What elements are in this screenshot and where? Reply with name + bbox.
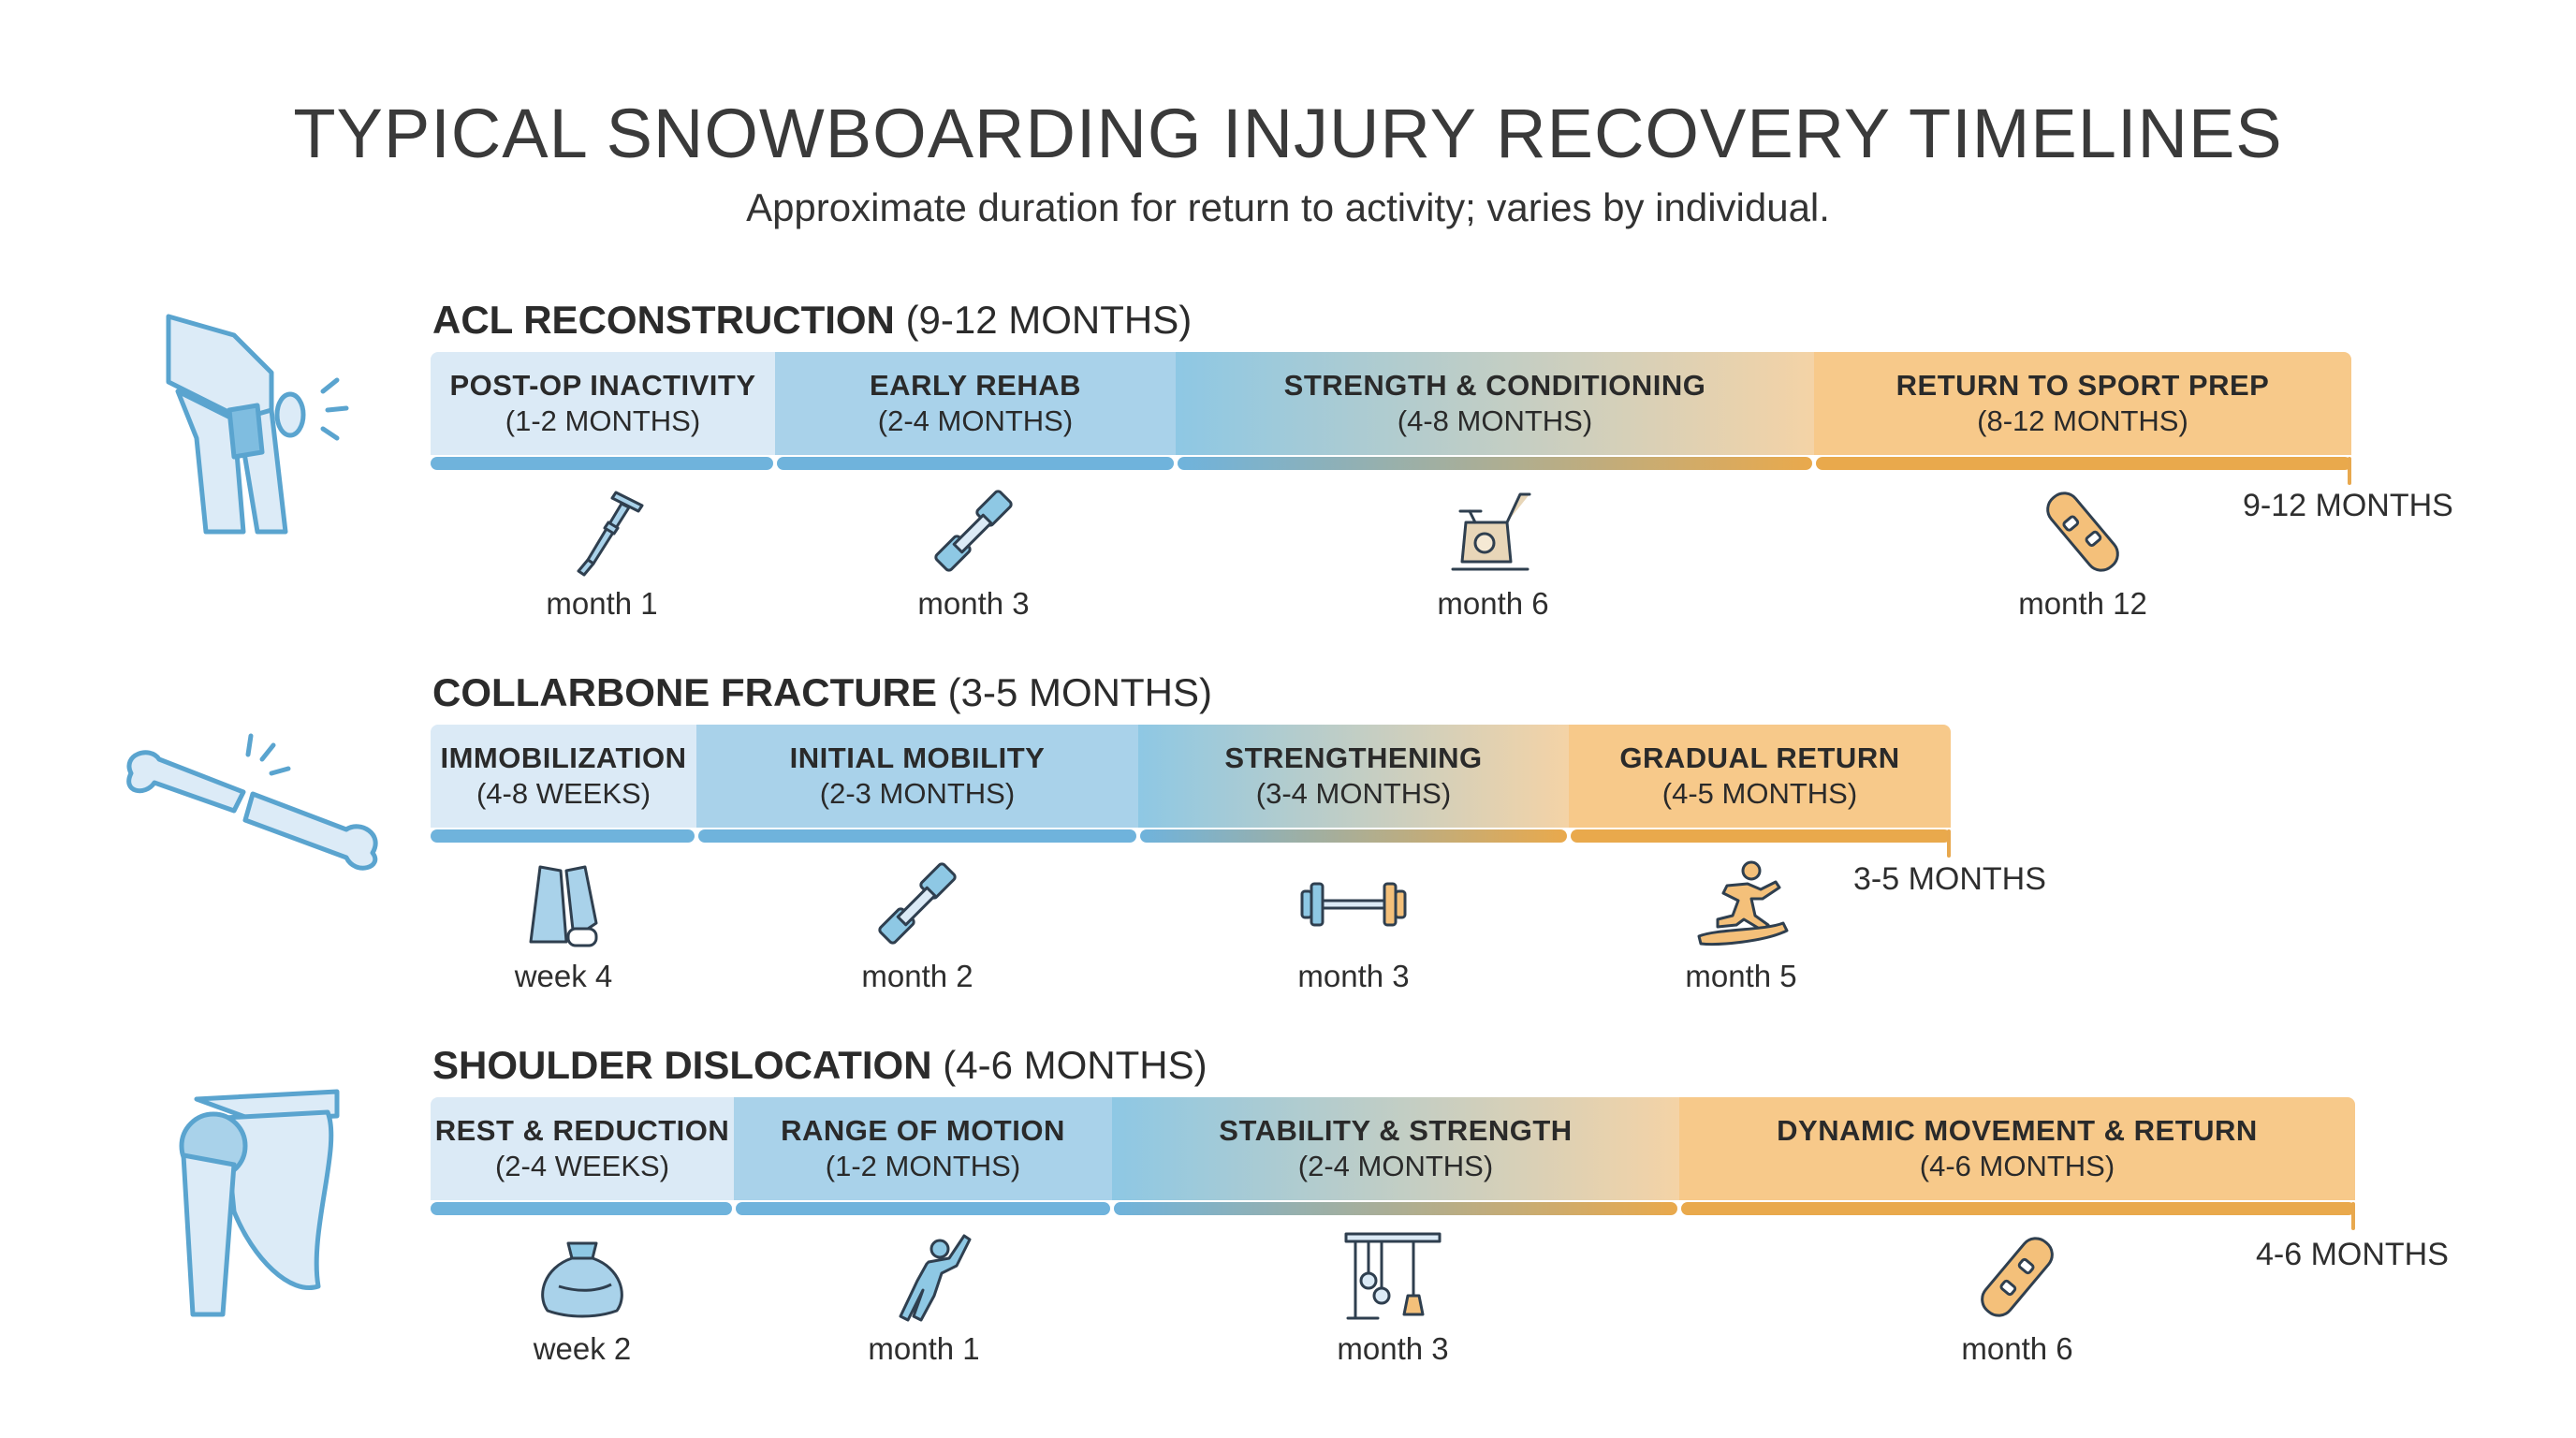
phase-segment: RANGE OF MOTION (1-2 MONTHS) xyxy=(734,1097,1112,1200)
snowboard-icon xyxy=(2046,492,2119,572)
milestone: week 2 xyxy=(489,1230,676,1367)
phase-underline xyxy=(431,1202,732,1215)
phase-underline xyxy=(431,457,773,470)
phase-segment: STRENGTH & CONDITIONING (4-8 MONTHS) xyxy=(1176,352,1814,455)
milestone: month 3 xyxy=(1299,1230,1486,1367)
phase-underline xyxy=(1178,457,1812,470)
cable-machine-icon xyxy=(1344,1232,1442,1320)
phase-segment: EARLY REHAB (2-4 MONTHS) xyxy=(775,352,1176,455)
snowboarder-icon xyxy=(1697,860,1789,946)
sling-icon xyxy=(529,865,598,947)
snowboard-icon xyxy=(1981,1237,2054,1317)
phase-segment: REST & REDUCTION (2-4 WEEKS) xyxy=(431,1097,734,1200)
page-subtitle: Approximate duration for return to activ… xyxy=(746,185,1830,229)
dumbbell-icon xyxy=(878,862,957,945)
knee-icon xyxy=(166,314,349,535)
phase-underline xyxy=(1681,1202,2355,1215)
total-duration: 3-5 MONTHS xyxy=(1853,861,2046,897)
total-duration: 4-6 MONTHS xyxy=(2256,1237,2449,1272)
phase-underline xyxy=(1114,1202,1677,1215)
phase-underline xyxy=(1571,829,1951,843)
end-tick xyxy=(2351,1202,2355,1230)
phase-underline xyxy=(431,829,695,843)
milestone: month 1 xyxy=(830,1230,1017,1367)
end-tick xyxy=(1947,829,1951,858)
phase-underline xyxy=(777,457,1174,470)
section-title: SHOULDER DISLOCATION (4-6 MONTHS) xyxy=(432,1043,1208,1087)
phase-segment: DYNAMIC MOVEMENT & RETURN (4-6 MONTHS) xyxy=(1679,1097,2355,1200)
page-title: TYPICAL SNOWBOARDING INJURY RECOVERY TIM… xyxy=(293,95,2283,172)
collarbone-icon xyxy=(126,733,378,871)
phase-segment: GRADUAL RETURN (4-5 MONTHS) xyxy=(1569,725,1951,828)
total-duration: 9-12 MONTHS xyxy=(2243,488,2453,523)
milestone: month 12 xyxy=(1989,485,2176,622)
stretching-icon xyxy=(899,1234,972,1322)
phase-underline xyxy=(1140,829,1567,843)
phase-segment: STRENGTHENING (3-4 MONTHS) xyxy=(1138,725,1569,828)
timeline-bar: POST-OP INACTIVITY (1-2 MONTHS) EARLY RE… xyxy=(431,352,2351,485)
phase-segment: STABILITY & STRENGTH (2-4 MONTHS) xyxy=(1112,1097,1679,1200)
milestone: month 3 xyxy=(880,485,1067,622)
milestone: month 2 xyxy=(824,858,1011,994)
phase-segment: IMMOBILIZATION (4-8 WEEKS) xyxy=(431,725,696,828)
timeline-bar: REST & REDUCTION (2-4 WEEKS) RANGE OF MO… xyxy=(431,1097,2355,1230)
timeline-bar: IMMOBILIZATION (4-8 WEEKS) INITIAL MOBIL… xyxy=(431,725,1951,858)
milestone: week 4 xyxy=(470,858,657,994)
section-title: COLLARBONE FRACTURE (3-5 MONTHS) xyxy=(432,670,1212,714)
phase-segment: RETURN TO SPORT PREP (8-12 MONTHS) xyxy=(1814,352,2351,455)
milestone: month 6 xyxy=(1399,485,1587,622)
phase-underline xyxy=(698,829,1136,843)
shoulder-icon xyxy=(179,1089,340,1317)
crutch-icon xyxy=(577,491,644,577)
exercise-bike-icon xyxy=(1451,492,1531,571)
end-tick xyxy=(2348,457,2351,485)
phase-segment: POST-OP INACTIVITY (1-2 MONTHS) xyxy=(431,352,775,455)
phase-underline xyxy=(736,1202,1110,1215)
milestone: month 5 xyxy=(1647,858,1835,994)
section-title: ACL RECONSTRUCTION (9-12 MONTHS) xyxy=(432,298,1193,342)
dumbbell-icon xyxy=(934,490,1013,572)
milestone: month 1 xyxy=(508,485,695,622)
phase-underline xyxy=(1816,457,2351,470)
ice-pack-icon xyxy=(541,1241,623,1318)
milestone: month 6 xyxy=(1924,1230,2111,1367)
milestone: month 3 xyxy=(1260,858,1447,994)
barbell-icon xyxy=(1300,882,1407,927)
phase-segment: INITIAL MOBILITY (2-3 MONTHS) xyxy=(696,725,1138,828)
